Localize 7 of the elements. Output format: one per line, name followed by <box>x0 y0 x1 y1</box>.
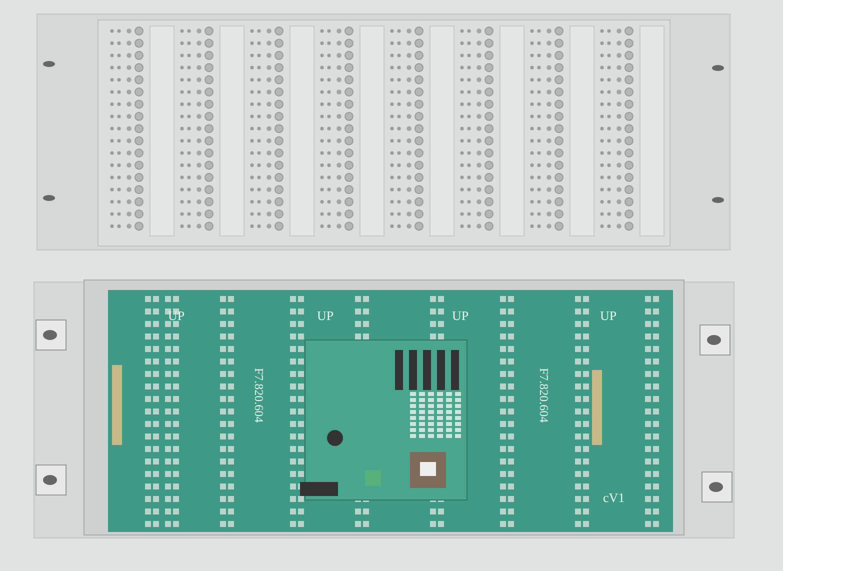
board-marking: UP <box>168 309 185 322</box>
board-marking: UP <box>600 309 617 322</box>
board-marking: UP <box>452 309 469 322</box>
board-marking: F7.820.604 <box>253 368 265 423</box>
board-marking: cV1 <box>603 491 625 504</box>
board-marking: F7.820.604 <box>538 368 550 423</box>
board-marking: UP <box>317 309 334 322</box>
